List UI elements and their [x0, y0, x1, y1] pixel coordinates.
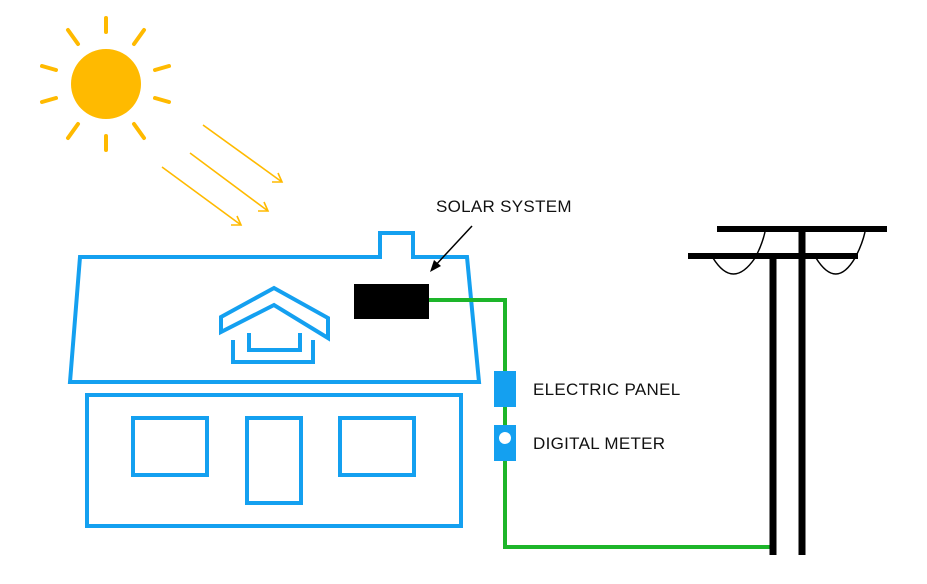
digital-meter-icon — [494, 425, 516, 461]
digital-meter-label: DIGITAL METER — [533, 434, 666, 453]
solar-panel-icon — [354, 284, 429, 319]
sun-rays-arrows — [161, 124, 284, 226]
dormer — [219, 285, 330, 342]
window-right — [338, 416, 416, 477]
solar-system-label: SOLAR SYSTEM — [436, 197, 572, 216]
green-wire — [429, 298, 772, 549]
window-left — [131, 416, 209, 477]
electric-panel-label: ELECTRIC PANEL — [533, 380, 681, 399]
dormer-window — [231, 333, 315, 364]
solar-arrow-head — [430, 260, 441, 272]
solar-arrow — [432, 225, 473, 269]
house-icon — [67, 231, 482, 528]
utility-pole-icon — [688, 226, 887, 555]
sun-icon — [40, 16, 171, 152]
house-body — [85, 393, 463, 528]
electric-panel-icon — [494, 371, 516, 407]
door — [245, 416, 303, 505]
roof — [67, 231, 482, 384]
